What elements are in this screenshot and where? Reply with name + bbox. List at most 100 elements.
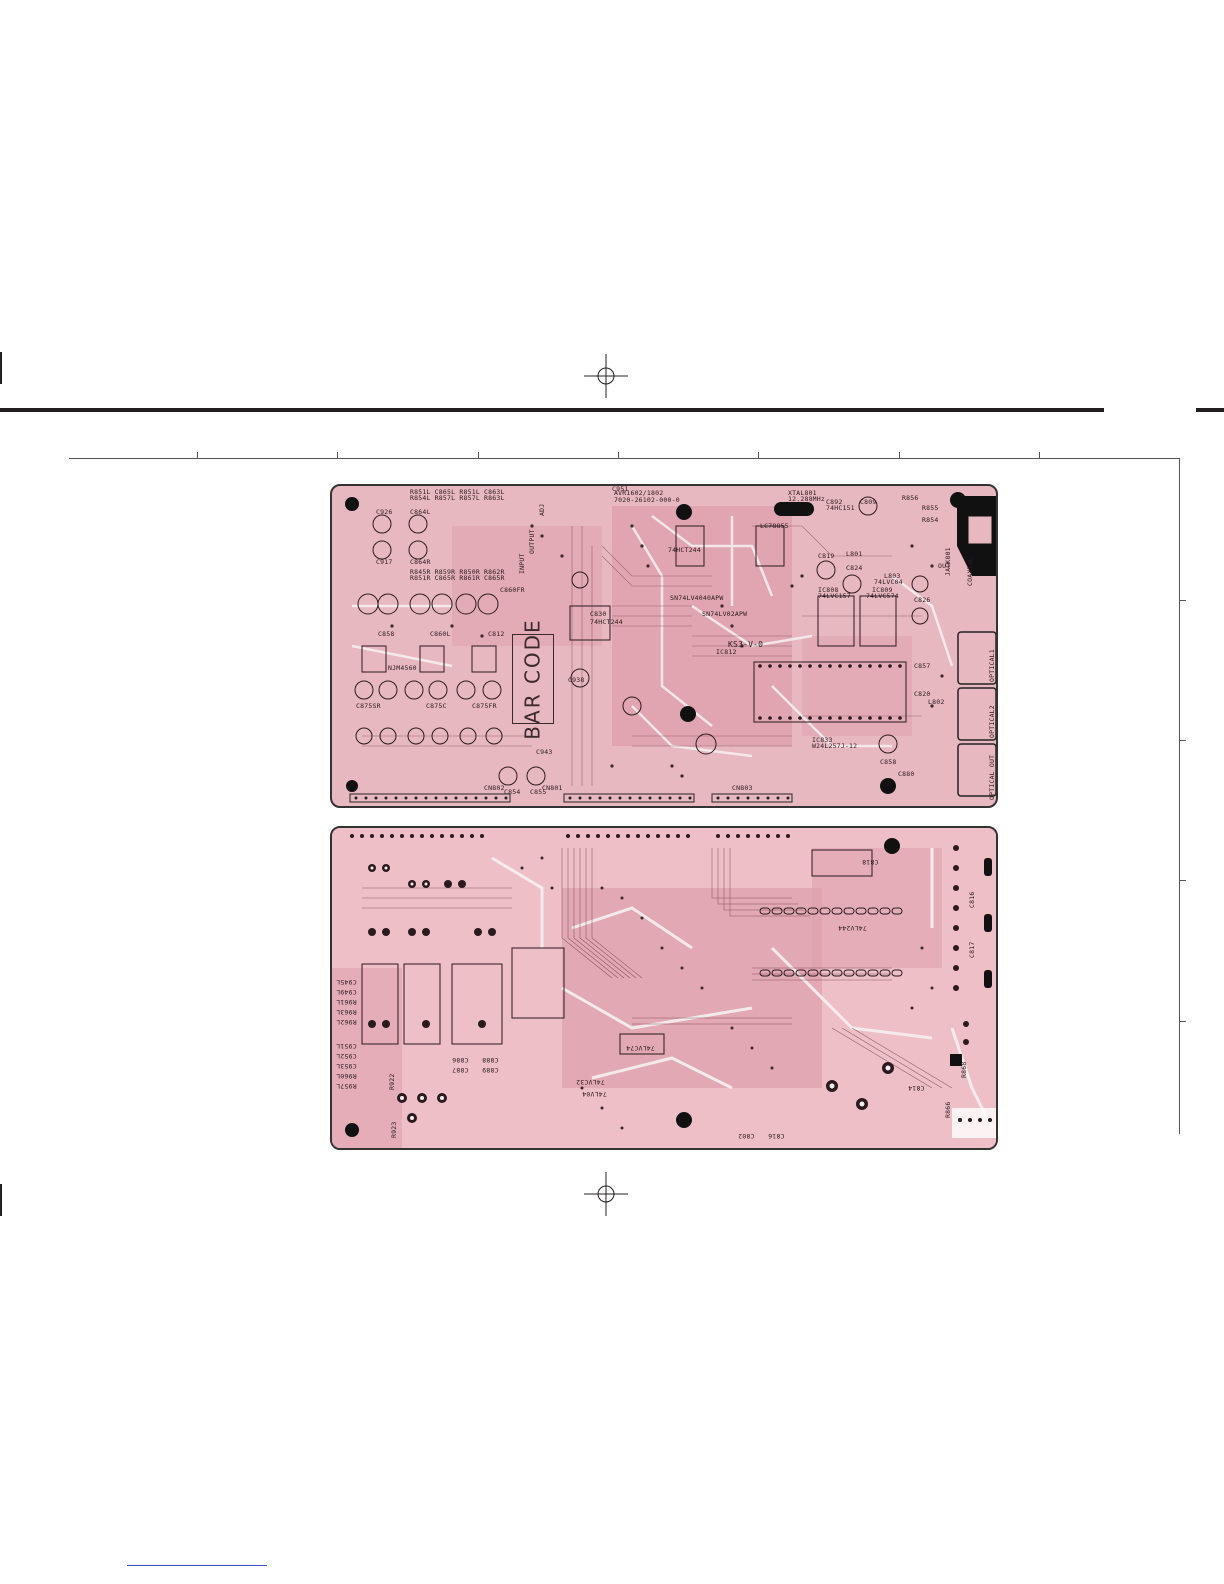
grid-tick	[1179, 1021, 1186, 1022]
crosshair-bottom-icon	[584, 1172, 628, 1216]
part-label: C880	[898, 770, 915, 778]
cap-label: C875C	[426, 702, 447, 710]
part-label: C952L	[336, 1052, 357, 1060]
part-label: C824	[846, 564, 863, 572]
connector-label: CN801	[542, 784, 563, 792]
part-label: L802	[928, 698, 945, 706]
connector-label: CN803	[732, 784, 753, 792]
part-label: R957L	[336, 1082, 357, 1090]
optical2-label: OPTICAL2	[988, 705, 996, 738]
part-label: R866	[944, 1101, 952, 1118]
ic-label: LC78855	[760, 522, 789, 530]
part-label: C938	[568, 676, 585, 684]
safety-mark-label: KS3-V-0	[728, 640, 764, 649]
resistor-row-label: R854L R857L R857L R863L	[410, 494, 505, 502]
part-label: C809	[860, 498, 877, 506]
adj-label: ADJ	[538, 503, 546, 516]
barcode-label: BAR CODE	[521, 618, 545, 740]
part-label: R855	[922, 504, 939, 512]
grid-tick	[899, 452, 900, 459]
pcb-bottom-artwork	[332, 828, 996, 1148]
cap-label: C860FR	[500, 586, 525, 594]
part-label: C926	[376, 508, 393, 516]
part-label: C953L	[336, 1062, 357, 1070]
part-label: R854	[922, 516, 939, 524]
part-label: C892	[826, 498, 843, 506]
part-label: C818	[862, 858, 879, 866]
grid-tick	[618, 452, 619, 459]
grid-tick	[758, 452, 759, 459]
grid-right-rule	[1179, 458, 1180, 1134]
board-model-label: AVR1602/1802	[614, 489, 664, 497]
ic-label: SN74LV4040APW	[670, 594, 724, 602]
part-label: R868	[960, 1061, 968, 1078]
ic-label: 74LVC74	[626, 1044, 655, 1052]
part-label: C886	[452, 1056, 469, 1064]
part-label: C949L	[336, 988, 357, 996]
part-label: R961L	[336, 998, 357, 1006]
coaxial-label: COAXIAL	[966, 557, 974, 586]
part-label: C816	[968, 891, 976, 908]
connector-label: CN802	[484, 784, 505, 792]
ic-label: SN74LV02APW	[702, 610, 748, 618]
part-label: C943	[536, 748, 553, 756]
grid-tick	[197, 452, 198, 459]
header-rule-left	[0, 408, 1104, 412]
cap-label: C812	[488, 630, 505, 638]
part-label: C917	[376, 558, 393, 566]
part-label: C817	[968, 941, 976, 958]
part-label: C802	[738, 1132, 755, 1140]
ic-label: 74HC151	[826, 504, 855, 512]
part-label: C888	[482, 1056, 499, 1064]
part-label: C855	[530, 788, 547, 796]
part-label: C864L	[410, 508, 431, 516]
part-label: R960L	[336, 1072, 357, 1080]
output-label: OUTPUT	[528, 529, 536, 554]
part-label: R923	[390, 1121, 398, 1138]
pcb-bottom-solder-side: 74LV244 74LVC74 74LVC32 74LV04 R922 R923…	[330, 826, 998, 1150]
barcode-area: BAR CODE	[512, 618, 554, 740]
part-label: C816	[768, 1132, 785, 1140]
part-label: OUT	[938, 562, 951, 570]
registration-mark-left-bottom	[0, 1184, 2, 1216]
part-label: C889	[482, 1066, 499, 1074]
xtal-label: XTAL801	[788, 489, 817, 497]
part-label: R922	[388, 1073, 396, 1090]
pcb-top-artwork	[345, 492, 996, 803]
ic-label: 74LVC32	[576, 1078, 605, 1086]
part-label: L803	[884, 572, 901, 580]
crosshair-top-icon	[584, 354, 628, 398]
part-label: IC812	[716, 648, 737, 656]
part-label: IC808	[818, 586, 839, 594]
xtal-freq-label: 12.288MHz	[788, 495, 826, 503]
registration-mark-left-top	[0, 352, 2, 384]
ic-label: 74LV244	[838, 924, 867, 932]
ic-label: 74LVC157	[818, 592, 851, 600]
board-part-number-label: 7020-26102-000-0	[614, 496, 680, 504]
cap-label: C858	[378, 630, 395, 638]
ic-label: 74LV04	[582, 1090, 607, 1098]
ic-label: 74HCT244	[668, 546, 701, 554]
page-footer-line	[127, 1565, 267, 1566]
resistor-row-label: R851L C865L R851L C863L	[410, 488, 505, 496]
part-label: C820	[914, 690, 931, 698]
part-label: C819	[818, 552, 835, 560]
ic-label: 74LVC04	[874, 578, 903, 586]
ic-label: 74LVC574	[866, 592, 899, 600]
part-label: C854	[504, 788, 521, 796]
input-label: INPUT	[518, 553, 526, 574]
grid-tick	[1179, 880, 1186, 881]
optical1-label: OPTICAL1	[988, 649, 996, 682]
part-label: L801	[846, 550, 863, 558]
part-label: C951L	[336, 1042, 357, 1050]
resistor-row-label: R851R C865R R861R C865R	[410, 574, 505, 582]
part-label: R963L	[336, 1008, 357, 1016]
cap-label: C875FR	[472, 702, 497, 710]
part-label: C864R	[410, 558, 431, 566]
grid-tick	[478, 452, 479, 459]
part-label: C830	[590, 610, 607, 618]
part-label: IC833	[812, 736, 833, 744]
pcb-top-component-side: BAR CODE AVR1602/1802 7020-26102-000-0 X…	[330, 484, 998, 808]
part-label: R856	[902, 494, 919, 502]
part-label: C945L	[336, 978, 357, 986]
